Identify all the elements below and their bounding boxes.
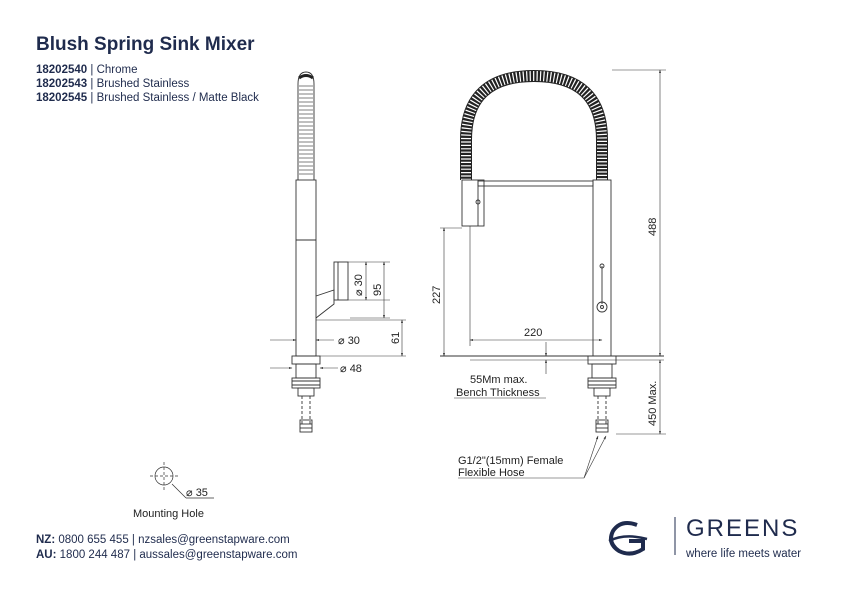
bench-label-2: Bench Thickness xyxy=(456,387,540,399)
hose-label-1: G1/2"(15mm) Female xyxy=(458,455,563,467)
mounting-hole-diagram xyxy=(150,462,214,499)
page-title: Blush Spring Sink Mixer xyxy=(36,34,255,55)
contact-info: NZ: 0800 655 455 | nzsales@greenstapware… xyxy=(36,533,297,563)
side-dimension-labels: ⌀ 30 95 61 ⌀ 30 ⌀ 48 xyxy=(338,274,402,375)
hose-label-2: Flexible Hose xyxy=(458,467,525,479)
side-dimension-lines xyxy=(270,261,406,370)
product-code-row: 18202543 | Brushed Stainless xyxy=(36,78,190,90)
dim-227: 227 xyxy=(431,286,443,304)
dim-488: 488 xyxy=(647,218,659,236)
dim-diameter-30-base: ⌀ 30 xyxy=(338,335,360,347)
dim-450: 450 Max. xyxy=(647,381,659,426)
product-code-row: 18202545 | Brushed Stainless / Matte Bla… xyxy=(36,92,259,104)
front-dimension-lines xyxy=(440,69,666,479)
product-code-row: 18202540 | Chrome xyxy=(36,64,138,76)
greens-logo-icon xyxy=(608,517,676,556)
dim-diameter-48: ⌀ 48 xyxy=(340,363,362,375)
front-dimension-labels: 227 488 450 Max. 220 55Mm max. Bench Thi… xyxy=(431,218,659,479)
brand-tagline: where life meets water xyxy=(686,548,802,560)
product-codes: 18202540 | Chrome 18202543 | Brushed Sta… xyxy=(36,63,259,105)
front-view xyxy=(440,69,664,433)
dim-diameter-30-top: ⌀ 30 xyxy=(353,274,365,296)
dim-220: 220 xyxy=(524,327,542,339)
brand-name: GREENS xyxy=(686,515,800,542)
dim-95: 95 xyxy=(372,284,384,296)
contact-nz: NZ: 0800 655 455 | nzsales@greenstapware… xyxy=(36,534,290,546)
dim-diameter-35: ⌀ 35 xyxy=(186,487,208,499)
side-view xyxy=(291,71,349,433)
bench-label-1: 55Mm max. xyxy=(470,374,527,386)
contact-au: AU: 1800 244 487 | aussales@greenstapwar… xyxy=(36,549,298,561)
mounting-hole-label: Mounting Hole xyxy=(133,508,204,520)
dim-61: 61 xyxy=(390,332,402,344)
